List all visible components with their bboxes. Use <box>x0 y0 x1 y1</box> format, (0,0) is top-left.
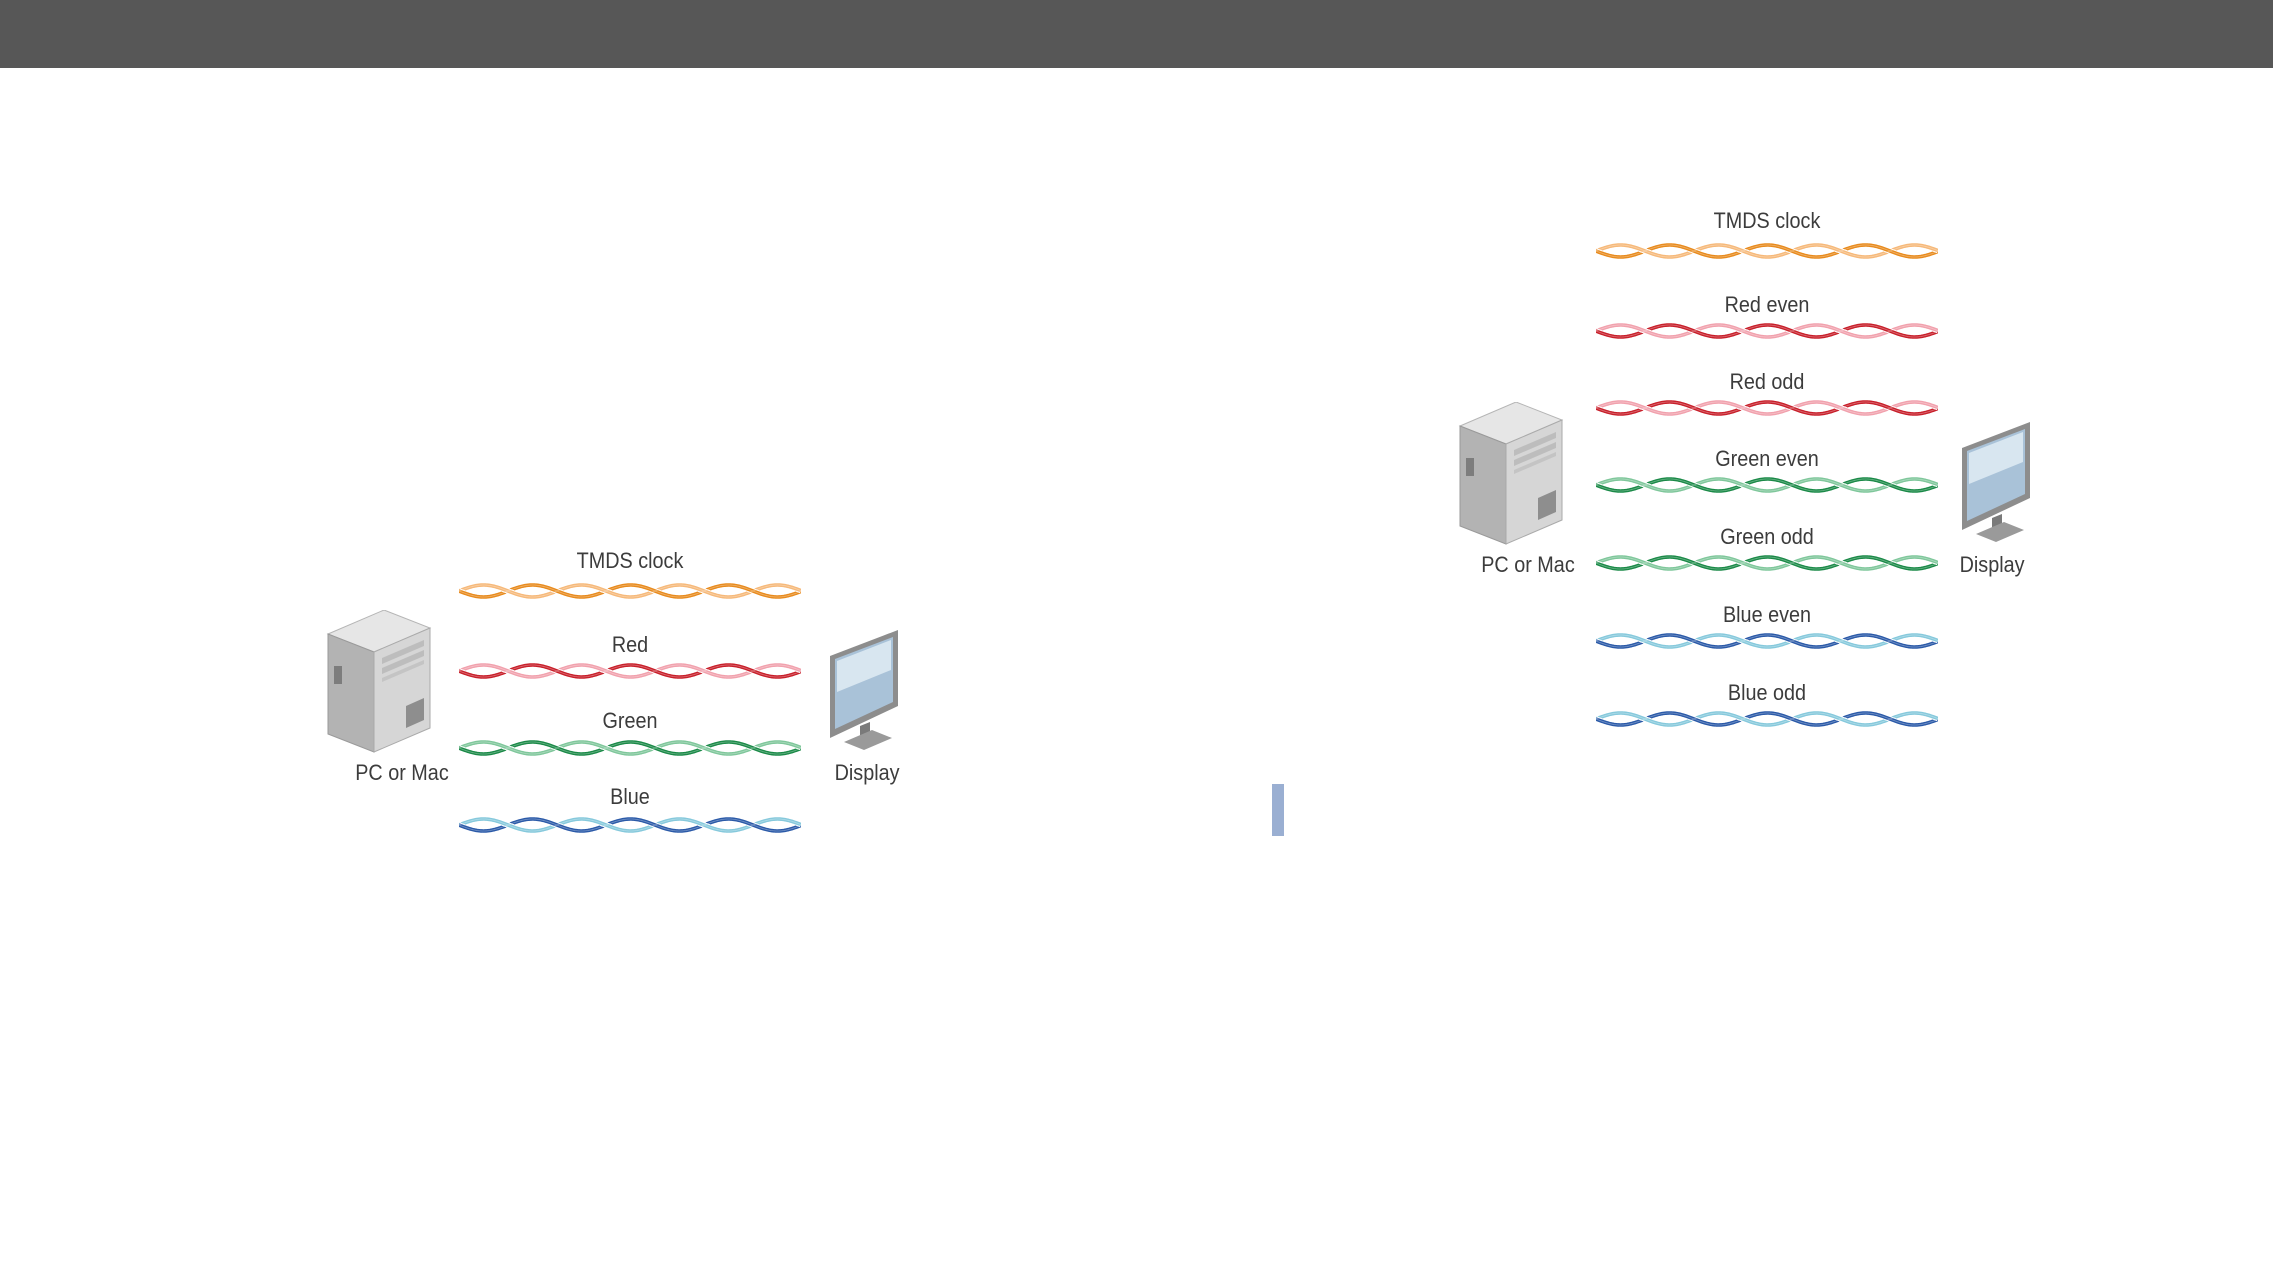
twisted-pair-blue-odd <box>1596 706 1938 732</box>
channel-label: Red <box>476 632 784 658</box>
monitor-icon <box>1958 422 2036 544</box>
channel-label: Red odd <box>1613 369 1921 395</box>
channel-label: Blue <box>476 784 784 810</box>
twisted-pair-clock <box>459 578 801 604</box>
channel-label: Red even <box>1613 292 1921 318</box>
twisted-pair-blue <box>459 812 801 838</box>
twisted-pair-green-even <box>1596 472 1938 498</box>
dual-link-diagram: PC or Mac Display TMDS clock Red even Re… <box>1120 0 2273 900</box>
twisted-pair-green-odd <box>1596 550 1938 576</box>
source-label: PC or Mac <box>1481 552 1575 578</box>
channel-label: Blue even <box>1613 602 1921 628</box>
twisted-pair-clock <box>1596 238 1938 264</box>
single-link-diagram: PC or Mac Display TMDS clock Red Green B… <box>0 0 1100 900</box>
pc-tower-icon <box>326 610 432 754</box>
section-marker <box>1272 784 1284 836</box>
sink-label: Display <box>835 760 900 786</box>
channel-label: TMDS clock <box>1613 208 1921 234</box>
channel-label: Green even <box>1613 446 1921 472</box>
monitor-icon <box>826 630 904 752</box>
channel-label: Green <box>476 708 784 734</box>
twisted-pair-red-even <box>1596 318 1938 344</box>
channel-label: Green odd <box>1613 524 1921 550</box>
twisted-pair-green <box>459 735 801 761</box>
twisted-pair-red <box>459 658 801 684</box>
channel-label: Blue odd <box>1613 680 1921 706</box>
sink-label: Display <box>1960 552 2025 578</box>
pc-tower-icon <box>1458 402 1564 546</box>
twisted-pair-blue-even <box>1596 628 1938 654</box>
twisted-pair-red-odd <box>1596 395 1938 421</box>
source-label: PC or Mac <box>355 760 449 786</box>
channel-label: TMDS clock <box>476 548 784 574</box>
